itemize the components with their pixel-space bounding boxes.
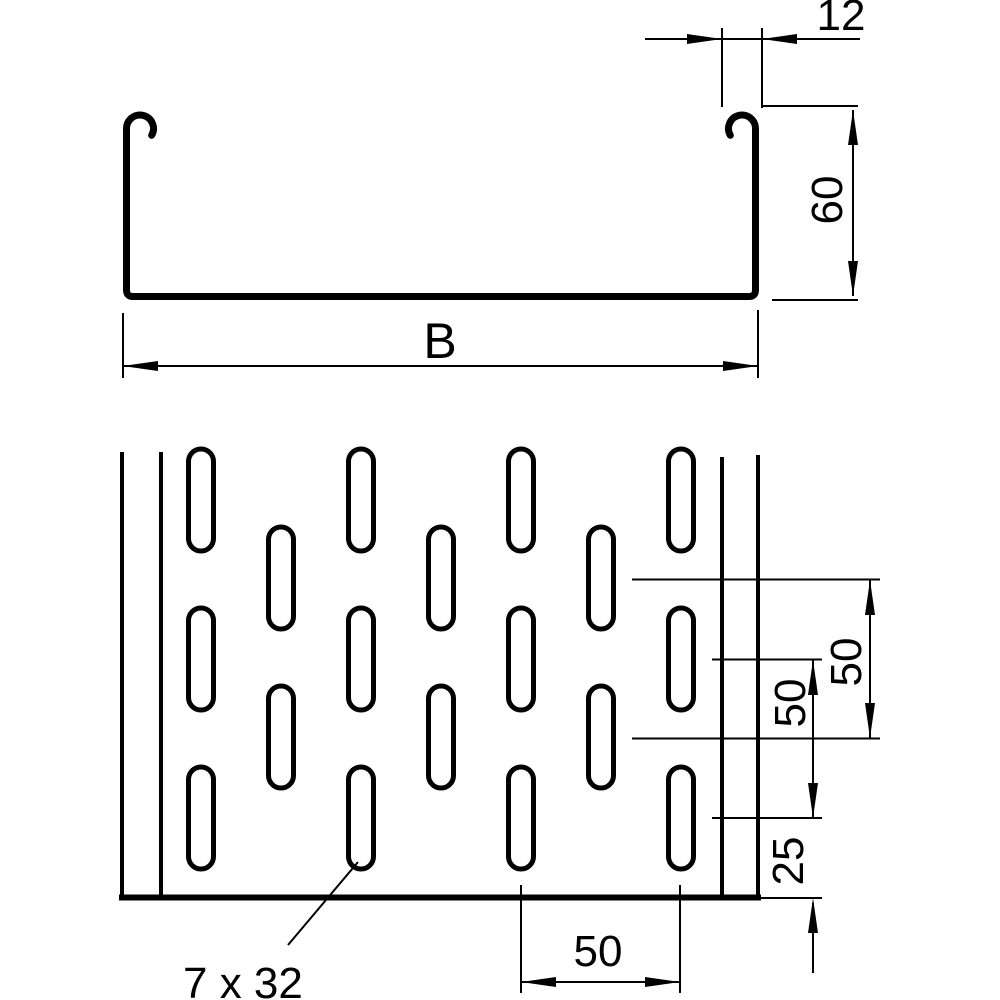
slot-hole xyxy=(506,764,536,872)
dim-12-label: 12 xyxy=(817,0,866,40)
dimension-50-bottom: 50 xyxy=(520,885,681,993)
arrow-left-icon xyxy=(123,361,158,371)
dim-25-label: 25 xyxy=(764,837,813,886)
slot-hole xyxy=(506,446,536,554)
slot-hole xyxy=(586,524,616,632)
arrow-up-icon xyxy=(848,110,858,145)
arrow-up-icon xyxy=(808,898,818,933)
dimension-12: 12 xyxy=(645,0,865,108)
slot-hole xyxy=(346,605,376,713)
slot-hole xyxy=(426,524,456,632)
dim-50-inner-label: 50 xyxy=(766,679,815,728)
slot-hole xyxy=(666,446,696,554)
slot-hole xyxy=(506,605,536,713)
slot-hole xyxy=(186,764,216,872)
slot-hole xyxy=(346,764,376,872)
arrow-up-icon xyxy=(808,660,818,695)
slot-hole xyxy=(346,446,376,554)
dim-60-label: 60 xyxy=(803,176,852,225)
arrow-right-icon xyxy=(687,34,722,44)
arrow-left-icon xyxy=(762,34,797,44)
slot-hole xyxy=(186,605,216,713)
arrow-left-icon xyxy=(521,977,556,987)
dim-B-label: B xyxy=(423,313,456,369)
slot-hole xyxy=(586,683,616,791)
slot-hole xyxy=(186,446,216,554)
dimension-60: 60 xyxy=(762,105,858,301)
dimension-B: B xyxy=(122,310,759,378)
slot-hole xyxy=(666,764,696,872)
tray-profile-outline xyxy=(123,111,759,300)
dimension-25: 25 xyxy=(764,837,818,973)
plan-view: 50 50 25 50 7 x 32 xyxy=(119,446,880,1000)
slot-hole xyxy=(666,605,696,713)
arrow-right-icon xyxy=(645,977,680,987)
arrow-down-icon xyxy=(865,703,875,738)
dimension-50-inner: 50 xyxy=(712,658,822,819)
dimension-50-outer: 50 xyxy=(632,578,880,740)
arrow-up-icon xyxy=(865,580,875,615)
leader-line xyxy=(287,861,359,946)
slot-pattern xyxy=(186,446,696,872)
arrow-right-icon xyxy=(723,361,758,371)
arrow-down-icon xyxy=(808,783,818,818)
slot-size-label: 7 x 32 xyxy=(183,959,303,1000)
cross-section-view: 12 60 B xyxy=(122,0,865,378)
slot-hole xyxy=(266,683,296,791)
dim-50-bottom-label: 50 xyxy=(574,927,623,976)
slot-size-callout: 7 x 32 xyxy=(183,861,359,1000)
slot-hole xyxy=(266,524,296,632)
slot-hole xyxy=(426,683,456,791)
dim-50-outer-label: 50 xyxy=(822,638,871,687)
arrow-down-icon xyxy=(848,261,858,296)
